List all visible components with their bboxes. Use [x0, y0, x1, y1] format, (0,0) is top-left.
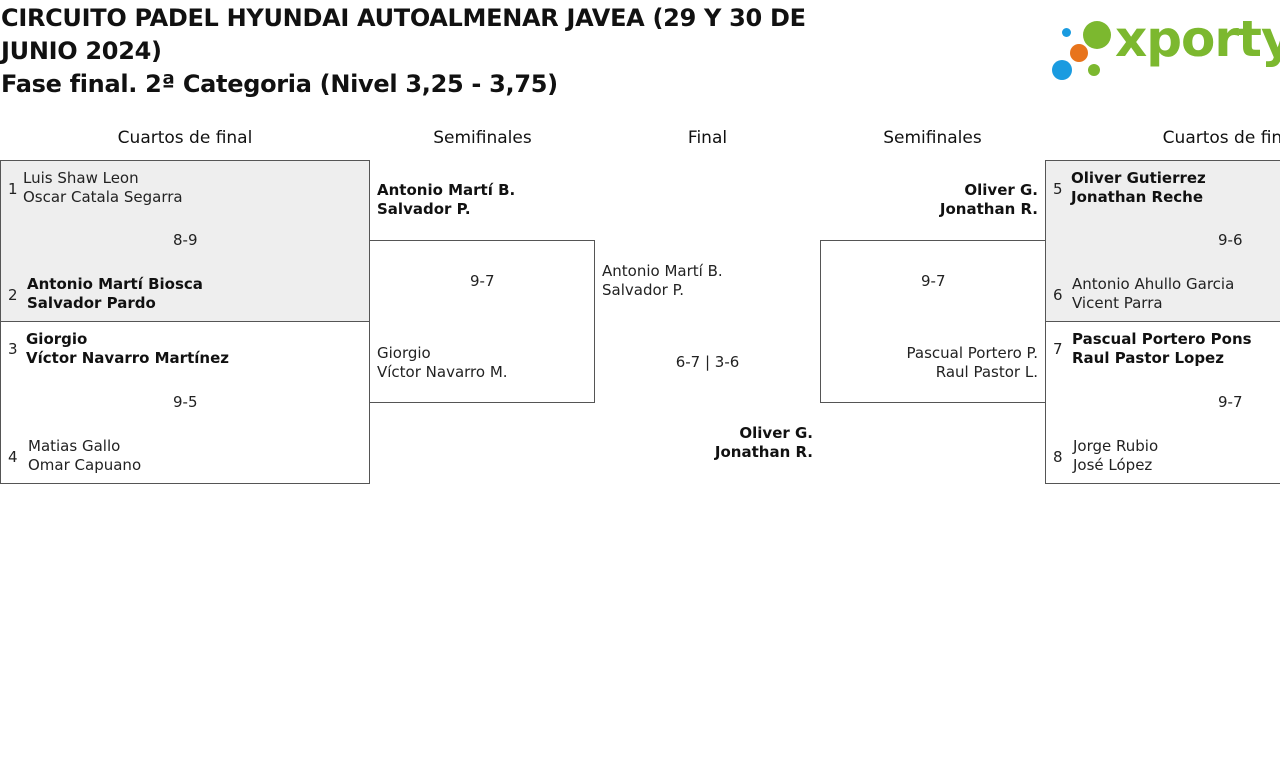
seed-number: 4	[8, 448, 18, 466]
round-title-right-sf: Semifinales	[883, 128, 982, 148]
team-pair-winner: Oliver Gutierrez Jonathan Reche	[1071, 169, 1206, 207]
team-pair: Jorge Rubio José López	[1073, 437, 1158, 475]
player-name: Jonathan Reche	[1071, 188, 1204, 206]
match-score: 9-5	[173, 393, 198, 411]
match-right-qf-2[interactable]: 7 Pascual Portero Pons Raul Pastor Lopez…	[1045, 321, 1280, 484]
team-pair: Luis Shaw Leon Oscar Catala Segarra	[23, 169, 183, 207]
logo-dot-orange	[1070, 44, 1088, 62]
player-name: Oliver Gutierrez	[1071, 169, 1206, 187]
match-right-sf[interactable]: 9-7 Pascual Portero P. Raul Pastor L.	[820, 240, 1046, 403]
seed-number: 2	[8, 286, 18, 304]
player-name: Salvador Pardo	[27, 294, 156, 312]
match-left-qf-2[interactable]: 3 Giorgio Víctor Navarro Martínez 9-5 4 …	[0, 321, 370, 484]
player-name: Antonio Martí B.	[602, 262, 723, 280]
right-sf-team-top: Oliver G. Jonathan R.	[820, 181, 1038, 219]
player-name: Luis Shaw Leon	[23, 169, 139, 187]
logo-dot-blue-large	[1052, 60, 1072, 80]
match-score: 9-7	[921, 272, 946, 290]
player-name: Raul Pastor L.	[935, 363, 1038, 381]
logo-dot-blue-small	[1062, 28, 1071, 37]
final-score: 6-7 | 3-6	[675, 353, 740, 371]
team-pair-winner: Pascual Portero Pons Raul Pastor Lopez	[1072, 330, 1252, 368]
page-title: CIRCUITO PADEL HYUNDAI AUTOALMENAR JAVEA…	[1, 2, 841, 101]
player-name: Omar Capuano	[28, 456, 142, 474]
player-name: Pascual Portero P.	[906, 344, 1038, 362]
match-left-qf-1[interactable]: 1 Luis Shaw Leon Oscar Catala Segarra 8-…	[0, 160, 370, 322]
match-score: 9-7	[1218, 393, 1243, 411]
title-line-2: JUNIO 2024)	[1, 37, 162, 65]
logo-text: xporty	[1115, 10, 1280, 68]
team-pair: Giorgio Víctor Navarro M.	[377, 344, 508, 382]
player-name: Matias Gallo	[28, 437, 121, 455]
final-team-top: Antonio Martí B. Salvador P.	[602, 262, 723, 300]
player-name: Oscar Catala Segarra	[23, 188, 183, 206]
player-name: Víctor Navarro M.	[377, 363, 508, 381]
player-name: José López	[1073, 456, 1153, 474]
team-pair: Pascual Portero P. Raul Pastor L.	[821, 344, 1038, 382]
player-name: Giorgio	[377, 344, 431, 362]
seed-number: 1	[8, 180, 18, 198]
left-sf-team-top: Antonio Martí B. Salvador P.	[377, 181, 515, 219]
team-pair: Antonio Ahullo Garcia Vicent Parra	[1072, 275, 1234, 313]
player-name: Oliver G.	[964, 181, 1038, 199]
player-name: Antonio Martí Biosca	[27, 275, 203, 293]
player-name: Salvador P.	[377, 200, 471, 218]
player-name: Raul Pastor Lopez	[1072, 349, 1224, 367]
player-name: Vicent Parra	[1072, 294, 1163, 312]
team-pair-winner: Antonio Martí Biosca Salvador Pardo	[27, 275, 203, 313]
seed-number: 3	[8, 340, 18, 358]
round-title-left-sf: Semifinales	[433, 128, 532, 148]
xporty-logo[interactable]: xporty	[1050, 10, 1280, 84]
player-name: Giorgio	[26, 330, 88, 348]
seed-number: 7	[1053, 340, 1063, 358]
match-score: 9-7	[470, 272, 495, 290]
title-line-1: CIRCUITO PADEL HYUNDAI AUTOALMENAR JAVEA…	[1, 4, 806, 32]
player-name: Jonathan R.	[939, 200, 1038, 218]
round-title-left-qf: Cuartos de final	[117, 128, 253, 148]
final-winner: Oliver G. Jonathan R.	[595, 424, 813, 462]
player-name: Víctor Navarro Martínez	[26, 349, 229, 367]
logo-dot-green-small	[1088, 64, 1100, 76]
subtitle: Fase final. 2ª Categoria (Nivel 3,25 - 3…	[1, 70, 558, 98]
team-pair: Matias Gallo Omar Capuano	[28, 437, 141, 475]
match-left-sf[interactable]: 9-7 Giorgio Víctor Navarro M.	[369, 240, 595, 403]
team-pair-winner: Giorgio Víctor Navarro Martínez	[26, 330, 229, 368]
logo-dot-green	[1083, 21, 1111, 49]
player-name: Jorge Rubio	[1073, 437, 1159, 455]
seed-number: 6	[1053, 286, 1063, 304]
match-score: 8-9	[173, 231, 198, 249]
player-name: Antonio Ahullo Garcia	[1072, 275, 1235, 293]
seed-number: 8	[1053, 448, 1063, 466]
player-name: Salvador P.	[602, 281, 685, 299]
match-right-qf-1[interactable]: 5 Oliver Gutierrez Jonathan Reche 9-6 6 …	[1045, 160, 1280, 322]
player-name: Jonathan R.	[714, 443, 813, 461]
player-name: Pascual Portero Pons	[1072, 330, 1252, 348]
player-name: Antonio Martí B.	[377, 181, 516, 199]
round-title-right-qf: Cuartos de final	[1162, 128, 1280, 148]
match-score: 9-6	[1218, 231, 1243, 249]
round-title-final: Final	[687, 128, 728, 148]
player-name: Oliver G.	[739, 424, 813, 442]
seed-number: 5	[1053, 180, 1063, 198]
